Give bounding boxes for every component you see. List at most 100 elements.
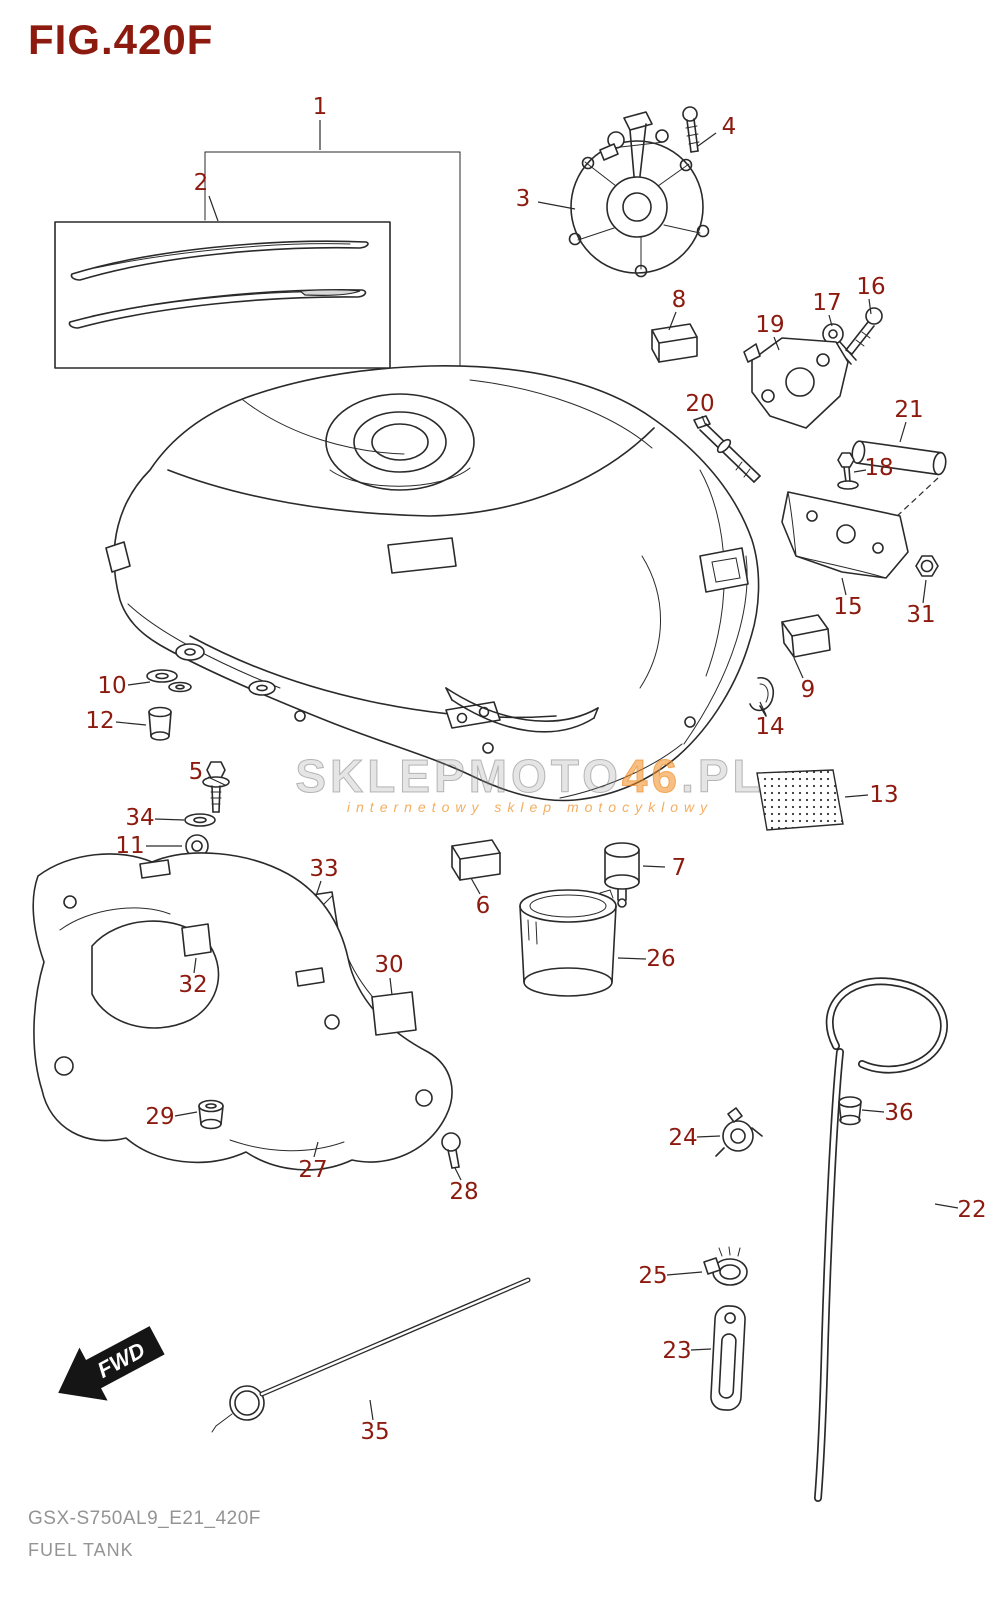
leader-line-4 <box>697 132 717 147</box>
part-callout-28: 28 <box>449 1179 479 1205</box>
part-callout-7: 7 <box>671 855 687 881</box>
part-callout-21: 21 <box>894 397 924 423</box>
leader-line-24 <box>696 1135 721 1138</box>
cap-36 <box>838 1096 862 1126</box>
cushion-9 <box>781 614 831 658</box>
pad-30 <box>371 991 417 1036</box>
bracket-19 <box>743 337 849 429</box>
part-callout-34: 34 <box>125 805 155 831</box>
part-callout-6: 6 <box>475 893 491 919</box>
tool-35 <box>211 1277 531 1433</box>
fwd-arrow: FWD <box>58 1326 165 1401</box>
leader-line-26 <box>617 957 647 960</box>
leader-line-12 <box>115 721 147 726</box>
assembly-guide-line <box>894 477 939 519</box>
figure-title: FIG.420F <box>28 16 214 63</box>
leader-line-14 <box>759 701 767 716</box>
leader-line-13 <box>844 794 869 798</box>
part-callout-18: 18 <box>864 455 894 481</box>
leader-line-7 <box>642 865 666 868</box>
tank-cover-27 <box>32 852 453 1171</box>
washer-34 <box>184 813 216 827</box>
part-callout-32: 32 <box>178 972 208 998</box>
tank-decal-set <box>54 221 391 369</box>
rod-22 <box>814 977 948 1502</box>
mesh-pad-13 <box>756 769 844 831</box>
leader-line-25 <box>666 1271 703 1276</box>
handle-23 <box>710 1305 746 1411</box>
part-callout-5: 5 <box>188 759 204 785</box>
leader-line-5 <box>207 776 226 786</box>
leader-line-16 <box>868 298 872 315</box>
leader-line-34 <box>154 818 185 821</box>
bolt-18 <box>837 452 859 490</box>
leader-line-31 <box>922 579 927 604</box>
part-callout-13: 13 <box>869 782 899 808</box>
leader-line-35 <box>369 1399 374 1421</box>
leader-line-21 <box>899 421 907 443</box>
cushion-6 <box>451 839 501 881</box>
footer-caption: FUEL TANK <box>28 1540 134 1560</box>
spacer-12 <box>148 706 172 741</box>
leader-line-9 <box>793 657 804 679</box>
leader-line-36 <box>861 1109 885 1113</box>
grommet-29 <box>198 1099 224 1130</box>
part-callout-12: 12 <box>85 708 115 734</box>
part-callout-2: 2 <box>193 170 209 196</box>
part-callout-14: 14 <box>755 714 785 740</box>
leader-lines <box>115 120 959 1421</box>
part-callout-33: 33 <box>309 856 339 882</box>
part-callout-19: 19 <box>755 312 785 338</box>
nut-31 <box>915 555 939 577</box>
leader-line-15 <box>841 577 847 596</box>
leader-line-20 <box>701 415 707 427</box>
leader-line-8 <box>668 311 677 331</box>
leader-line-33 <box>315 880 322 897</box>
part-callout-23: 23 <box>662 1338 692 1364</box>
leader-line-32 <box>193 957 197 974</box>
part-callout-10: 10 <box>97 673 127 699</box>
fuel-tank-body <box>105 365 760 802</box>
part-callout-27: 27 <box>298 1157 328 1183</box>
leader-line-22 <box>934 1203 959 1209</box>
pad-32 <box>181 923 212 957</box>
part-callout-36: 36 <box>884 1100 914 1126</box>
cylinder-21 <box>851 440 947 476</box>
part-callout-8: 8 <box>671 287 687 313</box>
clamp-24 <box>715 1107 763 1157</box>
leader-line-29 <box>174 1111 198 1117</box>
part-callout-24: 24 <box>668 1125 698 1151</box>
fuel-cap-assembly <box>568 111 710 278</box>
damper-7 <box>604 842 640 908</box>
washer-set-10 <box>146 669 192 693</box>
leader-line-17 <box>828 314 833 327</box>
part-callout-25: 25 <box>638 1263 668 1289</box>
part-callout-3: 3 <box>515 186 531 212</box>
callout-1-bracket <box>204 151 461 367</box>
part-callout-30: 30 <box>374 952 404 978</box>
part-callout-26: 26 <box>646 946 676 972</box>
footer-part-code: GSX-S750AL9_E21_420F <box>28 1508 261 1529</box>
part-callout-20: 20 <box>685 391 715 417</box>
leader-line-10 <box>127 681 151 686</box>
screw-4 <box>682 106 700 153</box>
part-callout-35: 35 <box>360 1419 390 1445</box>
clamp-14 <box>749 677 774 717</box>
part-callout-22: 22 <box>957 1197 987 1223</box>
cushion-8 <box>651 323 698 363</box>
cap-11 <box>185 834 209 858</box>
leader-line-6 <box>470 877 481 895</box>
leader-line-30 <box>389 977 393 996</box>
part-callout-4: 4 <box>721 114 737 140</box>
leader-line-27 <box>313 1141 319 1158</box>
bolt-5 <box>202 761 230 813</box>
part-callout-31: 31 <box>906 602 936 628</box>
leader-line-18 <box>853 469 867 473</box>
leader-line-28 <box>454 1167 462 1181</box>
part-callout-11: 11 <box>115 833 145 859</box>
leader-line-3 <box>537 201 576 210</box>
bolt-28 <box>441 1132 461 1169</box>
screw-16 <box>845 307 883 355</box>
